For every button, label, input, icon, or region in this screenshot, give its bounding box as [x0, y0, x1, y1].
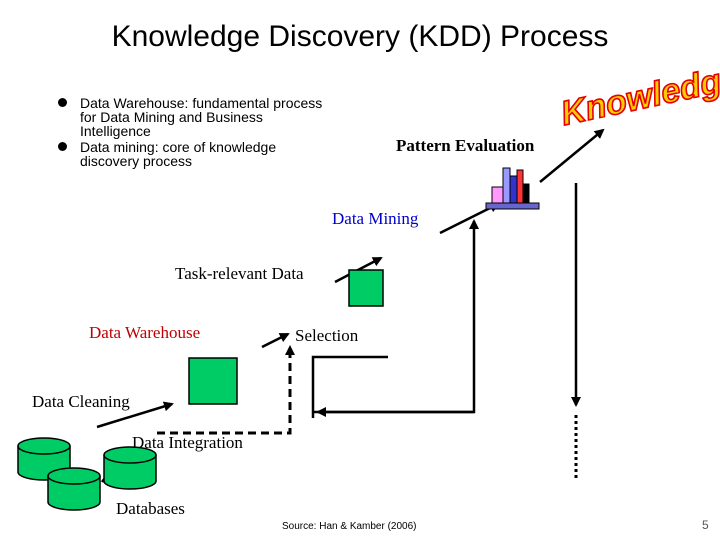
- label-data-mining: Data Mining: [332, 209, 419, 228]
- bullet-text: Data mining: core of knowledge discovery…: [80, 139, 277, 169]
- arrow-databases-to-cleaning: [96, 401, 174, 429]
- feedback-loop-selection: [311, 355, 388, 418]
- label-task-relevant-data: Task-relevant Data: [175, 264, 304, 283]
- label-data-integration: Data Integration: [132, 433, 243, 452]
- page-number: 5: [702, 518, 709, 532]
- data-warehouse-cube: [188, 357, 238, 405]
- bullet-list: Data Warehouse: fundamental process for …: [58, 96, 328, 170]
- source-citation: Source: Han & Kamber (2006): [282, 521, 417, 532]
- arrow-evaluation-to-knowledge: [539, 128, 605, 183]
- knowledge-wordart: Knowledge: [558, 58, 720, 133]
- label-data-cleaning: Data Cleaning: [32, 392, 130, 411]
- bar-chart-icon: [485, 167, 540, 210]
- database-cylinder-icon: [47, 467, 101, 511]
- feedback-loop-dashed: [157, 345, 295, 435]
- bullet-text: Data Warehouse: fundamental process for …: [80, 95, 323, 139]
- arrow-warehouse-to-selection: [261, 332, 290, 349]
- label-selection: Selection: [295, 326, 359, 345]
- label-pattern-evaluation: Pattern Evaluation: [396, 136, 535, 155]
- bullet-dot-icon: [58, 98, 67, 107]
- bullet-dot-icon: [58, 142, 67, 151]
- feedback-loop-mining: [313, 219, 479, 414]
- label-data-warehouse: Data Warehouse: [89, 323, 201, 342]
- task-relevant-data-cube: [348, 269, 384, 307]
- label-databases: Databases: [116, 499, 185, 518]
- bullet-item: Data mining: core of knowledge discovery…: [58, 140, 328, 168]
- bullet-item: Data Warehouse: fundamental process for …: [58, 96, 328, 138]
- slide-title: Knowledge Discovery (KDD) Process: [111, 20, 609, 53]
- database-cylinder-icon: [103, 446, 157, 490]
